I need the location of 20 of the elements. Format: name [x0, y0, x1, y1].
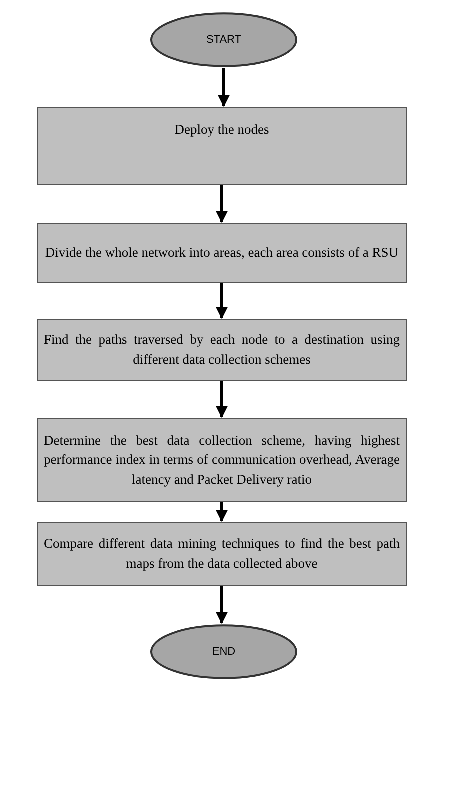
process-box: [37, 522, 407, 586]
process-box: [37, 223, 407, 283]
node-text: START: [206, 34, 242, 46]
arrow: [216, 502, 228, 522]
process-box: [37, 418, 407, 502]
arrow: [216, 381, 228, 418]
node-text: Compare different data mining techniques to find the best path maps from the data collected above: [44, 535, 400, 573]
terminal-ellipse: [150, 624, 298, 680]
node-text: END: [212, 646, 236, 658]
node-text: Deploy the nodes: [174, 121, 270, 139]
node-text: Divide the whole network into areas, each area consists of a RSU: [45, 244, 399, 262]
arrow: [216, 185, 228, 224]
arrow: [216, 283, 228, 320]
node-text: Determine the best data collection scheme, having highest performance index in terms of communication overhead, Average latency and Packet Delivery ratio: [44, 432, 400, 489]
process-box: [37, 107, 407, 185]
arrow: [218, 68, 230, 108]
terminal-ellipse: [150, 12, 298, 68]
node-text: Find the paths traversed by each node to a destination using different data collection schemes: [44, 331, 400, 369]
arrow: [216, 586, 228, 624]
process-box: [37, 319, 407, 381]
